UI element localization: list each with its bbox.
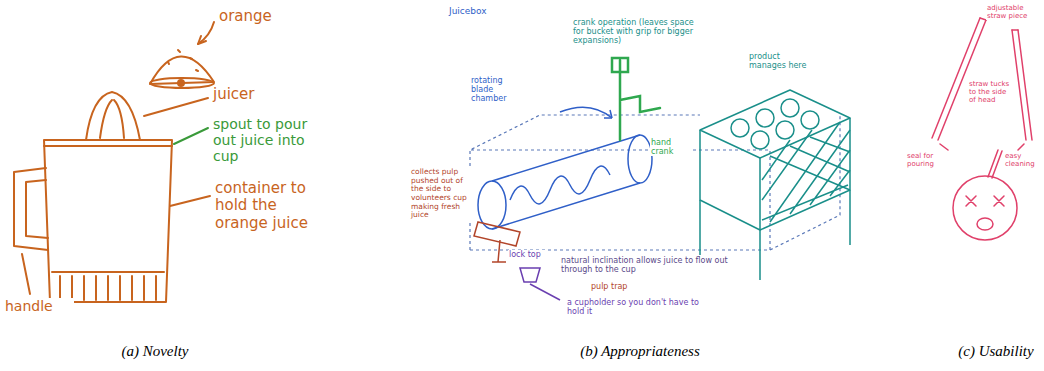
annotation-note: straw tucks to the side of head — [968, 80, 1012, 104]
part-label: spout to pour out juice into cup — [212, 116, 322, 164]
blade-drum — [478, 107, 652, 229]
annotation-note: rotating blade chamber — [470, 76, 525, 104]
figure-caption: (a) Novelty — [121, 343, 188, 360]
straw-sketch — [932, 18, 1032, 240]
annotation-note: lock top — [508, 250, 548, 259]
spout-leader — [174, 128, 208, 144]
annotation-note: crank operation (leaves space for bucket… — [572, 18, 702, 46]
part-label: juicer — [212, 86, 292, 103]
hand-crank — [612, 58, 660, 140]
part-label: container to hold the orange juice — [214, 180, 314, 232]
annotation-note: natural inclination allows juice to flow… — [560, 256, 740, 274]
annotation-note: hand crank — [650, 138, 690, 156]
annotation-note: product manages here — [748, 52, 818, 70]
title-note: Juicebox — [448, 6, 508, 16]
annotation-note: easy cleaning — [1004, 152, 1042, 168]
annotation-note: pulp trap — [590, 282, 650, 291]
figure-caption: (b) Appropriateness — [580, 343, 700, 360]
frame-outline — [470, 115, 840, 250]
cup-holder — [520, 268, 560, 300]
annotation-note: a cupholder so you don't have to hold it — [566, 298, 716, 316]
figure-caption: (c) Usability — [958, 343, 1033, 360]
juicer-sketch — [14, 22, 214, 302]
part-label: orange — [218, 8, 298, 25]
crate-sketch — [700, 90, 850, 280]
annotation-note: seal for pouring — [906, 152, 952, 168]
annotation-note: adjustable straw piece — [986, 4, 1040, 20]
part-label: handle — [4, 298, 74, 314]
annotation-note: collects pulp pushed out of the side to … — [410, 168, 472, 220]
